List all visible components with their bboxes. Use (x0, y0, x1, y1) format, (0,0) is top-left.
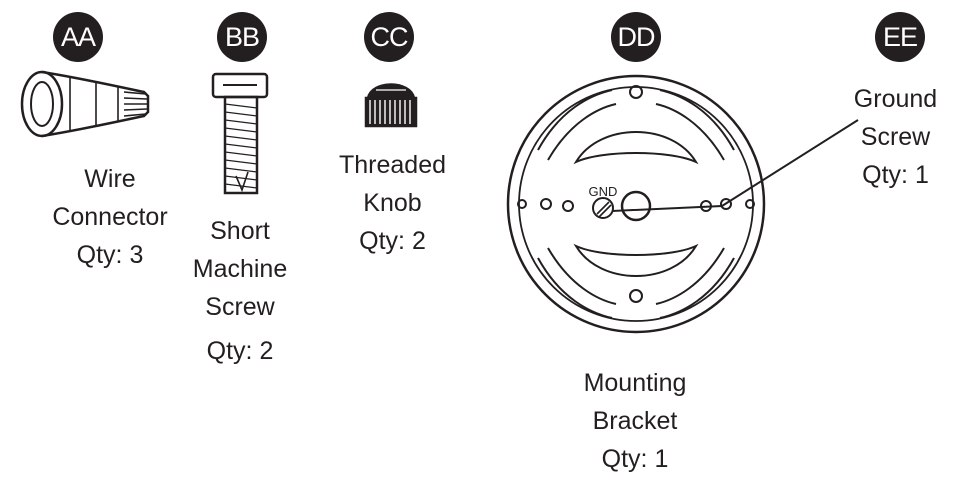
badge-dd: DD (611, 12, 661, 62)
label-threaded-knob: Threaded Knob Qty: 2 (315, 146, 470, 260)
label-qty: Qty: 2 (359, 227, 426, 255)
ground-screw-icon (611, 119, 859, 212)
label-line: Wire (84, 165, 136, 193)
label-ground-screw: Ground Screw Qty: 1 (833, 80, 958, 194)
label-qty: Qty: 2 (206, 337, 274, 365)
label-line: Threaded (338, 151, 447, 179)
label-line: Bracket (592, 407, 678, 435)
badge-ee: EE (875, 12, 925, 62)
label-line: Ground (853, 85, 938, 113)
label-mounting-bracket: Mounting Bracket Qty: 1 (555, 364, 715, 478)
badge-bb: BB (217, 12, 267, 62)
machine-screw-icon (211, 72, 269, 195)
label-line: Machine (192, 255, 288, 283)
label-line: Short (210, 217, 270, 245)
label-line: Connector (52, 203, 168, 231)
label-machine-screw: Short Machine Screw Qty: 2 (165, 212, 315, 370)
gnd-label: GND (589, 184, 618, 199)
label-wire-connector: Wire Connector Qty: 3 (25, 160, 195, 274)
mounting-bracket-icon (506, 74, 766, 334)
badge-aa: AA (53, 12, 103, 62)
badge-cc: CC (364, 12, 414, 62)
wire-connector-icon (20, 70, 150, 138)
label-line: Mounting (583, 369, 687, 397)
label-qty: Qty: 3 (76, 241, 144, 269)
label-line: Screw (860, 123, 931, 151)
label-qty: Qty: 1 (862, 161, 929, 189)
label-line: Knob (363, 189, 422, 217)
label-qty: Qty: 1 (601, 445, 669, 473)
threaded-knob-icon (364, 83, 418, 128)
label-line: Screw (205, 293, 275, 321)
